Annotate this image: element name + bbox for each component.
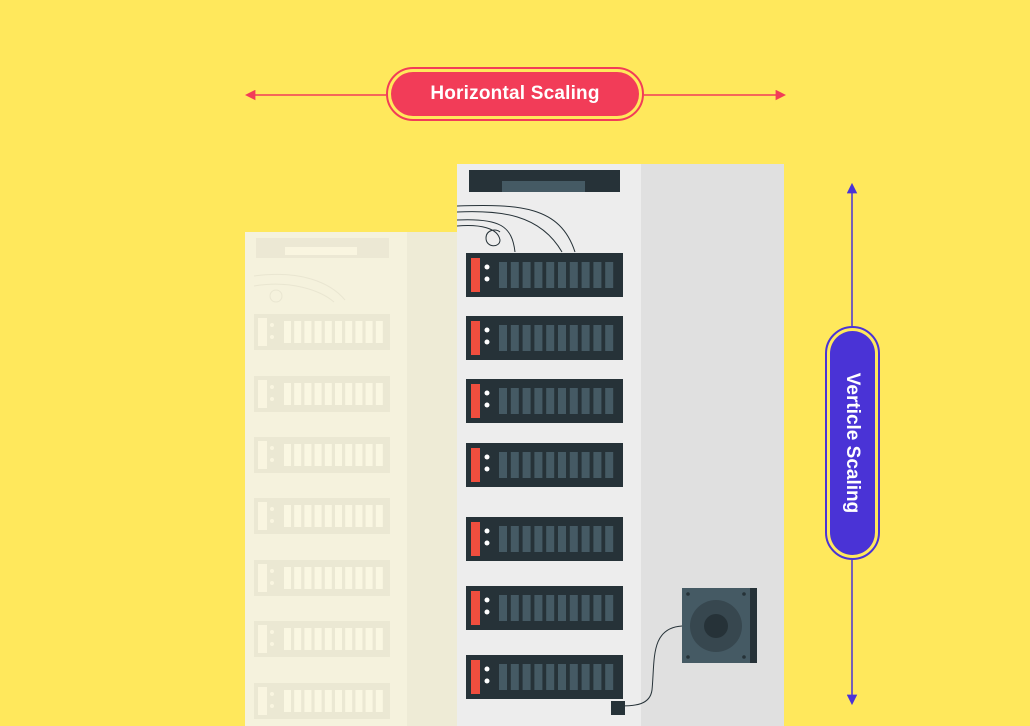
main-server-tower — [456, 164, 784, 726]
server-unit — [466, 586, 623, 630]
server-unit — [466, 316, 623, 360]
ghost-server-unit — [254, 376, 390, 412]
server-unit — [466, 379, 623, 423]
ghost-server-unit — [254, 314, 390, 350]
vertical-scaling-label: Verticle Scaling — [842, 372, 864, 514]
ghost-server-unit — [254, 621, 390, 657]
fan-icon — [682, 588, 757, 663]
top-cables — [456, 205, 576, 253]
server-unit — [466, 655, 623, 699]
ghost-server-unit — [254, 437, 390, 473]
vertical-scaling-badge: Verticle Scaling — [825, 326, 880, 560]
horizontal-scaling-badge: Horizontal Scaling — [386, 67, 644, 121]
ghost-server-tower — [245, 232, 457, 726]
server-unit — [466, 253, 623, 297]
fan-cable — [619, 625, 683, 707]
ghost-server-unit — [254, 560, 390, 596]
horizontal-scaling-label: Horizontal Scaling — [391, 72, 639, 116]
ghost-server-unit — [254, 683, 390, 719]
server-unit — [466, 443, 623, 487]
server-unit — [466, 517, 623, 561]
power-plug — [611, 701, 625, 715]
ghost-server-unit — [254, 498, 390, 534]
